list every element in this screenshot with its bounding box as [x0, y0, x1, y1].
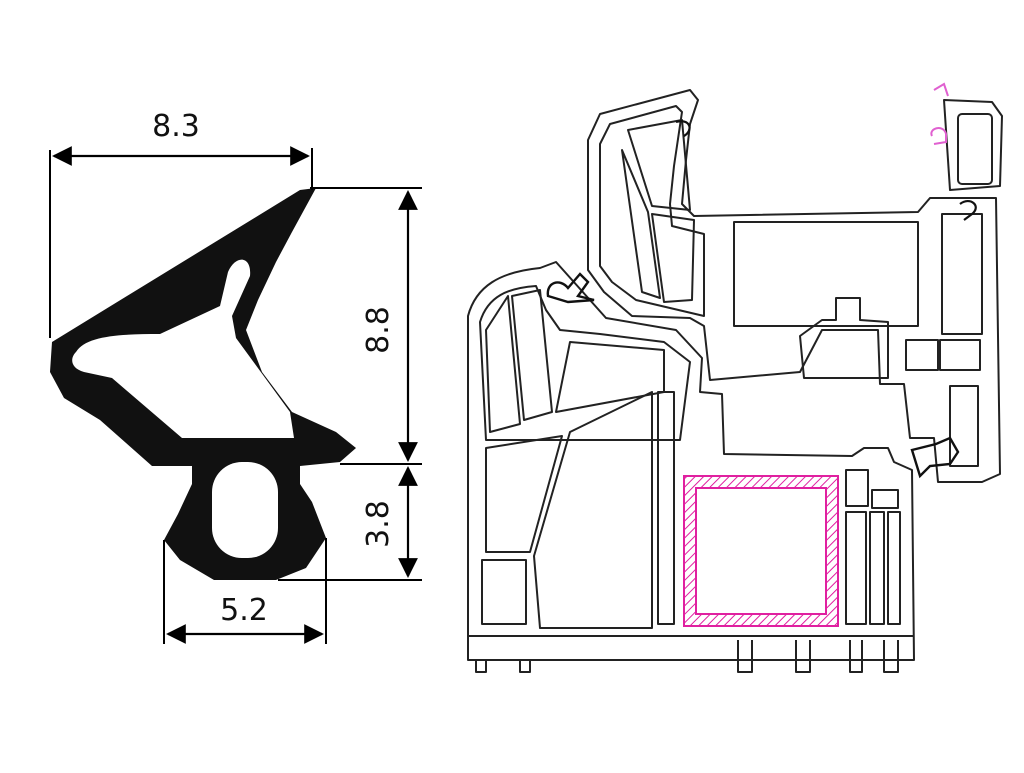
- window-profile-cross-section: [467, 89, 1003, 673]
- sash-chamber-2: [621, 149, 661, 299]
- frame-chamber-narrow: [657, 391, 675, 625]
- dim-label-bulb-width: 5.2: [220, 593, 268, 628]
- seal-lip-cavity: [72, 259, 295, 438]
- frame-chamber-right-2: [871, 489, 899, 509]
- sash-chamber-3: [651, 213, 695, 303]
- sash-chamber-1: [627, 119, 691, 211]
- sash-inner-wall: [599, 105, 705, 317]
- frame-chamber-right-5: [887, 511, 901, 625]
- frame-chamber-left-3: [555, 341, 665, 413]
- frame-inner-wall: [479, 285, 691, 441]
- profile-seal-right: [910, 436, 960, 479]
- dim-label-bulb-height: 3.8: [361, 500, 396, 548]
- frame-foot-2: [519, 660, 531, 673]
- seal-extension-lines: [49, 148, 422, 644]
- frame-chamber-diag: [485, 435, 563, 553]
- frame-chamber-center: [533, 391, 653, 629]
- frame-foot-5: [849, 640, 863, 673]
- frame-chamber-right-1: [845, 469, 869, 507]
- frame-foot-4: [795, 640, 811, 673]
- sash-side-chamber-lower: [949, 385, 979, 467]
- seal-bulb-hole: [212, 462, 278, 558]
- frame-foot-3: [737, 640, 753, 673]
- glazing-bead-chamber: [957, 113, 993, 185]
- sash-small-chamber-b: [939, 339, 981, 371]
- frame-foot-1: [475, 660, 487, 673]
- seal-dimension-arrows: [52, 146, 418, 644]
- frame-foot-6: [883, 640, 899, 673]
- sash-central-channel: [799, 297, 889, 379]
- profile-seal-hook: [675, 120, 977, 221]
- seal-cross-section: [50, 188, 356, 580]
- steel-reinforcement: [683, 475, 839, 627]
- frame-chamber-left-2: [511, 289, 553, 421]
- frame-chamber-right-3: [845, 511, 867, 625]
- sash-profile-outline: [587, 89, 1001, 483]
- sash-small-chamber-a: [905, 339, 939, 371]
- sash-side-chamber: [941, 213, 983, 335]
- frame-chamber-bottom-left: [481, 559, 527, 625]
- gasket-accent: [930, 82, 949, 145]
- frame-chamber-right-4: [869, 511, 885, 625]
- dim-label-lip-height: 8.8: [361, 306, 396, 354]
- dim-label-top-width: 8.3: [152, 109, 200, 144]
- profile-seal-left: [546, 272, 595, 304]
- glazing-bead: [943, 99, 1003, 191]
- frame-chamber-left-1: [485, 295, 521, 433]
- sash-main-chamber: [733, 221, 919, 327]
